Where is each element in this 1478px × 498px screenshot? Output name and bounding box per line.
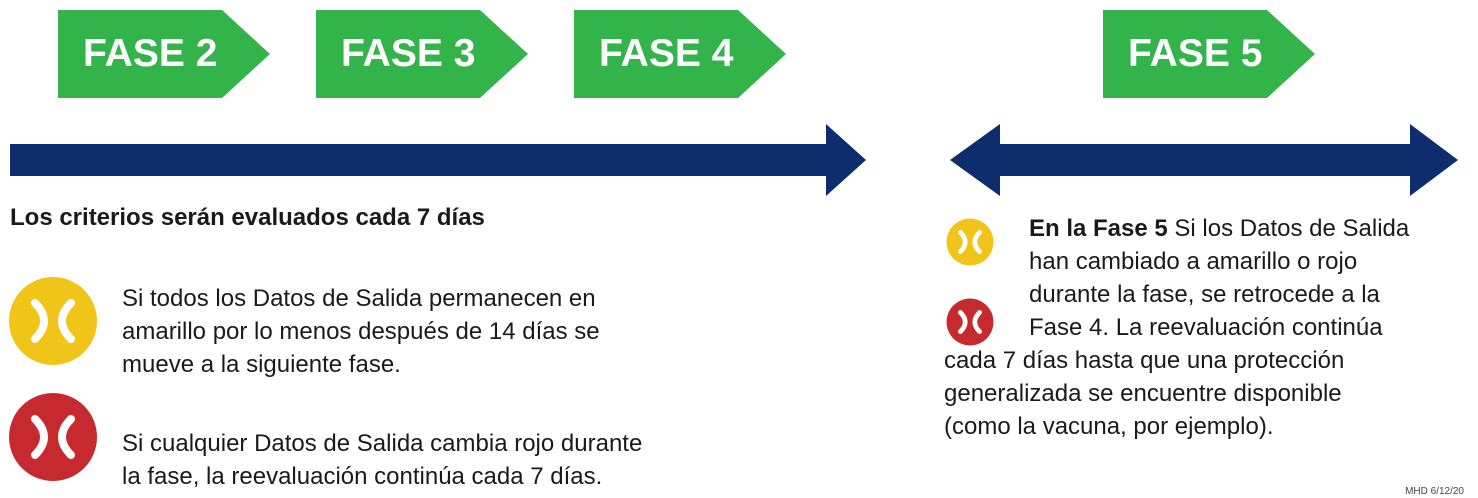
x-circle-icon-red-small	[946, 298, 994, 346]
x-circle-icon-yellow	[9, 277, 97, 365]
phase5-line-4: Fase 4. La reevaluación continúa	[1029, 314, 1383, 341]
phase-3-chevron: FASE 3	[316, 10, 528, 98]
phase-5-label: FASE 5	[1128, 32, 1263, 75]
document-stamp: MHD 6/12/20	[1405, 486, 1464, 497]
phase5-line-6: generalizada se encuentre disponible	[944, 380, 1342, 407]
phase-5-chevron: FASE 5	[1103, 10, 1315, 98]
yellow-rule-line-2: amarillo por lo menos después de 14 días…	[122, 318, 600, 345]
x-circle-icon-yellow-small	[946, 218, 994, 266]
phase-2-chevron: FASE 2	[58, 10, 270, 98]
phase5-line-7: (como la vacuna, por ejemplo).	[944, 413, 1274, 440]
phase5-line-1-rest: Si los Datos de Salida	[1167, 215, 1410, 242]
phase5-line-5: cada 7 días hasta que una protección	[944, 347, 1345, 374]
x-circle-icon-red	[9, 393, 97, 481]
phase-3-label: FASE 3	[341, 32, 476, 75]
phase5-line-2: han cambiado a amarillo o rojo	[1029, 248, 1358, 275]
phase5-line-3: durante la fase, se retrocede a la	[1029, 281, 1380, 308]
yellow-rule-line-3: mueve a la siguiente fase.	[122, 351, 401, 378]
phase5-rule-text: En la Fase 5 Si los Datos de Salida han …	[944, 212, 1474, 443]
criteria-title: Los criterios serán evaluados cada 7 día…	[10, 204, 485, 231]
red-rule-line-2: la fase, la reevaluación continúa cada 7…	[122, 463, 603, 490]
phase5-line-1: En la Fase 5 Si los Datos de Salida	[946, 212, 1474, 245]
yellow-rule-text: Si todos los Datos de Salida permanecen …	[122, 282, 600, 381]
red-rule-line-1: Si cualquier Datos de Salida cambia rojo…	[122, 430, 643, 457]
double-arrow-shape	[950, 124, 1458, 196]
double-arrow	[950, 124, 1458, 196]
phase-2-label: FASE 2	[83, 32, 218, 75]
forward-arrow-shape	[10, 124, 866, 196]
phase-4-label: FASE 4	[599, 32, 734, 75]
red-rule-text: Si cualquier Datos de Salida cambia rojo…	[122, 427, 642, 493]
phase-4-chevron: FASE 4	[574, 10, 786, 98]
yellow-rule-line-1: Si todos los Datos de Salida permanecen …	[122, 285, 596, 312]
phase5-lead: En la Fase 5	[1029, 215, 1168, 242]
forward-arrow	[10, 124, 866, 196]
